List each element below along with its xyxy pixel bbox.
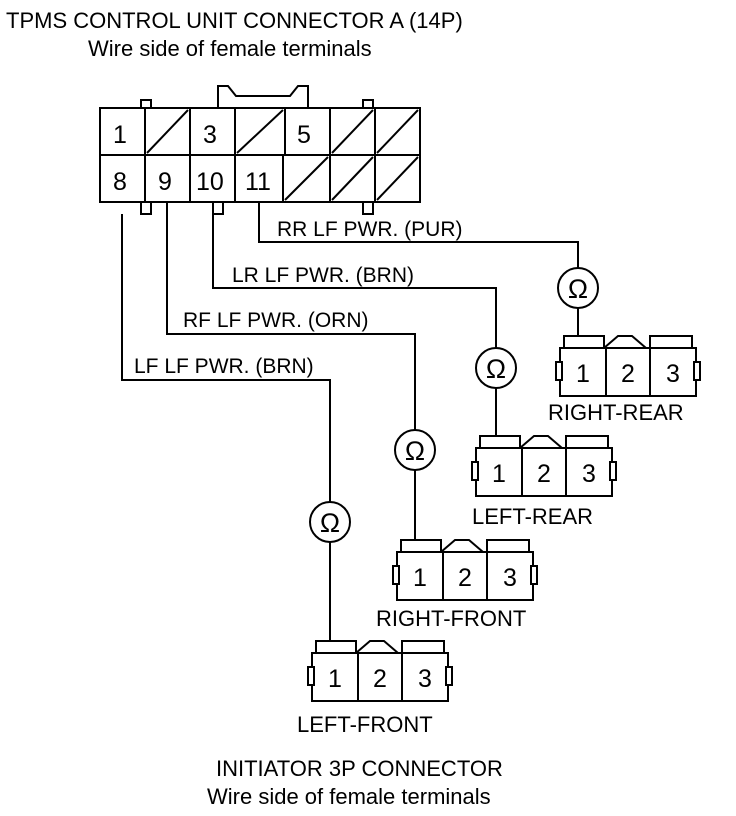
- wire-rf: [166, 202, 416, 540]
- wire-label-lr: LR LF PWR. (BRN): [232, 264, 414, 287]
- empty-cavity-2: [146, 109, 189, 154]
- rf-pin-1: 1: [413, 564, 427, 592]
- pin-5: 5: [297, 121, 311, 149]
- initiator-connector-left-front: 1 2 3: [307, 640, 453, 702]
- wire-lr: [212, 214, 497, 436]
- pin-10: 10: [196, 168, 224, 196]
- initiator-subtitle: Wire side of female terminals: [207, 784, 491, 809]
- pin-3: 3: [203, 121, 217, 149]
- initiator-connector-right-front: 1 2 3: [392, 539, 538, 601]
- connector-latch: [217, 85, 309, 109]
- wire-label-rr: RR LF PWR. (PUR): [277, 218, 463, 241]
- svg-text:Ω: Ω: [486, 354, 506, 384]
- rr-pin-2: 2: [621, 360, 635, 388]
- ohmmeter-icon-rf: Ω: [394, 429, 436, 471]
- initiator-connector-right-rear: 1 2 3: [555, 335, 701, 397]
- label-right-rear: RIGHT-REAR: [548, 400, 684, 425]
- label-right-front: RIGHT-FRONT: [376, 606, 526, 631]
- initiator-connector-left-rear: 1 2 3: [471, 435, 617, 497]
- pin-8: 8: [113, 168, 127, 196]
- label-left-front: LEFT-FRONT: [297, 712, 433, 737]
- connector-a-title: TPMS CONTROL UNIT CONNECTOR A (14P): [6, 8, 463, 33]
- lr-pin-1: 1: [492, 460, 506, 488]
- empty-cavity-13: [331, 156, 374, 201]
- wire-label-rf: RF LF PWR. (ORN): [183, 309, 368, 332]
- label-left-rear: LEFT-REAR: [472, 504, 593, 529]
- pin-9: 9: [158, 168, 172, 196]
- pin-11: 11: [245, 168, 271, 196]
- rr-pin-1: 1: [576, 360, 590, 388]
- svg-text:Ω: Ω: [405, 436, 425, 466]
- empty-cavity-6: [331, 109, 374, 154]
- pin-1: 1: [113, 121, 127, 149]
- initiator-title: INITIATOR 3P CONNECTOR: [216, 756, 503, 781]
- ohmmeter-icon-lf: Ω: [309, 501, 351, 543]
- svg-text:Ω: Ω: [568, 274, 588, 304]
- rf-pin-3: 3: [503, 564, 517, 592]
- svg-text:Ω: Ω: [320, 508, 340, 538]
- rr-pin-3: 3: [666, 360, 680, 388]
- lf-pin-2: 2: [373, 665, 387, 693]
- empty-cavity-7: [376, 109, 419, 154]
- rf-pin-2: 2: [458, 564, 472, 592]
- lf-pin-1: 1: [328, 665, 342, 693]
- lr-pin-2: 2: [537, 460, 551, 488]
- wire-rr: [258, 202, 579, 336]
- empty-cavity-14: [376, 156, 419, 201]
- empty-cavity-12: [284, 156, 329, 201]
- lf-pin-3: 3: [418, 665, 432, 693]
- ohmmeter-icon-lr: Ω: [475, 347, 517, 389]
- wire-lf: [121, 214, 331, 641]
- tpms-connector-a: 1 3 5 8 9 10 11: [99, 85, 421, 215]
- ohmmeter-icon-rr: Ω: [557, 267, 599, 309]
- empty-cavity-4: [236, 109, 284, 154]
- connector-a-subtitle: Wire side of female terminals: [88, 36, 372, 61]
- lr-pin-3: 3: [582, 460, 596, 488]
- wire-label-lf: LF LF PWR. (BRN): [134, 355, 314, 378]
